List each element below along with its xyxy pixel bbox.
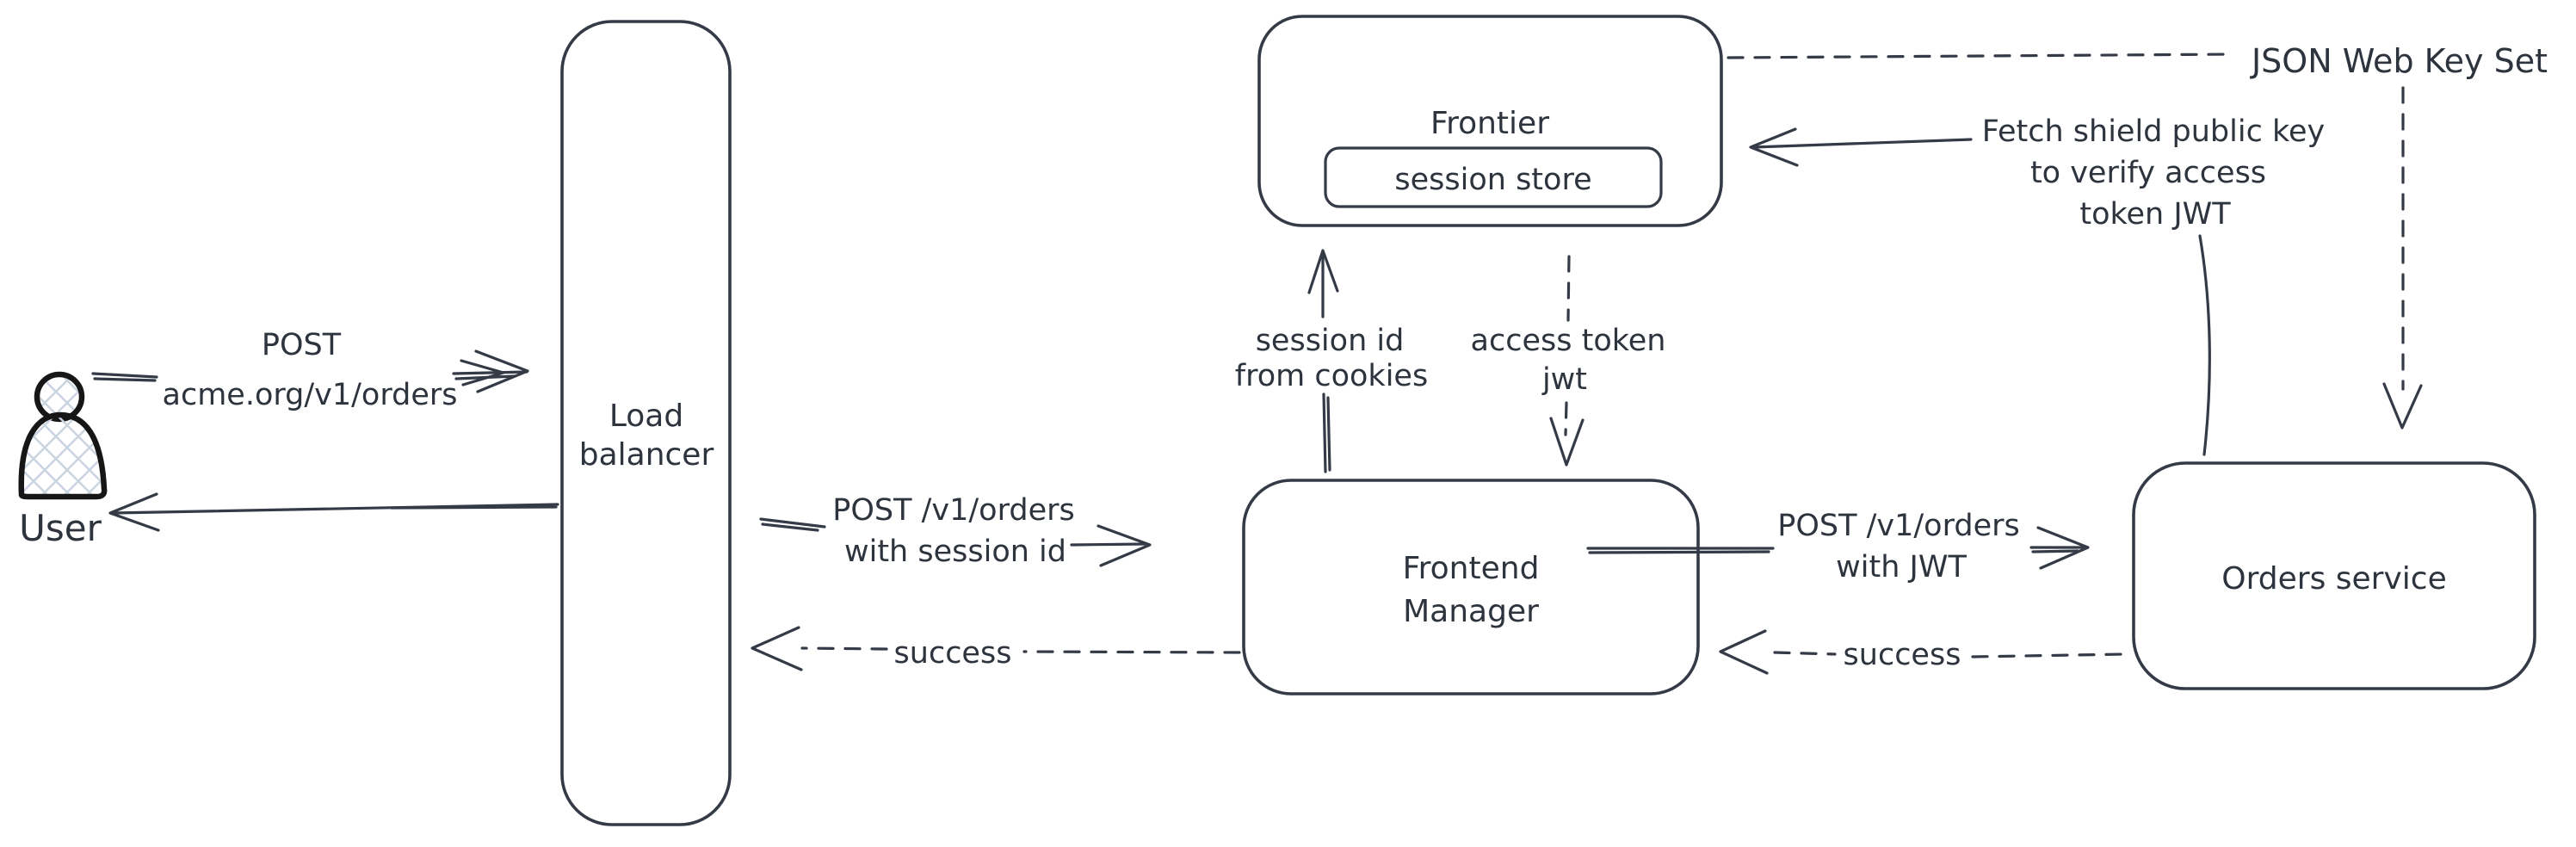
arrow-label-line3: token JWT [2079,197,2231,232]
arrow-frontier-to-frontend-manager: access token jwt [1471,255,1666,467]
node-frontend-manager: Frontend Manager [1242,479,1700,696]
arrow-label-line1: session id [1256,324,1405,358]
arrow-label: success [894,636,1012,671]
arrow-line [111,503,559,515]
load-balancer-label-line2: balancer [579,437,714,473]
arrow-label-line1: POST /v1/orders [1777,509,2020,543]
node-orders-service: Orders service [2132,461,2536,690]
arrow-user-to-load-balancer: POST acme.org/v1/orders [91,328,529,412]
arrow-dash-left [800,646,888,651]
frontend-manager-box [1242,479,1700,696]
arrow-label-line2: with JWT [1836,550,1967,584]
arrow-lower-line [1322,393,1331,473]
arrow-label-line2: jwt [1541,362,1587,397]
arrow-tail [759,517,826,532]
arrow-left-icon [1719,629,1769,675]
frontend-manager-label-line2: Manager [1403,594,1539,629]
jwks-dash-line [1727,53,2235,59]
user-label: User [19,507,102,549]
arrow-label-line2: with session id [844,535,1066,569]
orders-service-label: Orders service [2221,561,2446,597]
arrow-orders-to-frontend-manager-success: success [1719,629,2126,675]
arrow-label-line2: from cookies [1235,359,1428,393]
arrow-left-icon [1749,127,1799,167]
arrow-label-line1: POST /v1/orders [832,493,1075,528]
frontier-label: Frontier [1430,106,1549,141]
arrow-tail [91,372,158,382]
load-balancer-label-line1: Load [609,399,683,434]
arrow-label-line1: POST [262,328,342,362]
arrow-jwks-to-orders [2382,86,2423,430]
frontend-manager-label-line1: Frontend [1403,551,1540,586]
arrow-dash-left [1773,651,1837,656]
arrow-label-line1: Fetch shield public key [1982,114,2325,149]
frontier-box [1257,15,1723,227]
arrow-label-line1: access token [1471,324,1666,358]
arrow-down-icon [2382,382,2423,430]
arrow-right-icon [2036,526,2090,570]
arrow-upper-dash [1566,255,1571,322]
edge-frontier-to-jwks: JSON Web Key Set [1727,42,2548,80]
node-load-balancer: Load balancer [560,20,732,826]
arrow-right-icon [1096,524,1152,567]
load-balancer-box [560,20,732,826]
arrow-left-icon [108,492,160,532]
arrow-label-line2: to verify access [2030,156,2266,190]
arrow-label-line2: acme.org/v1/orders [163,378,458,412]
arrow-frontend-manager-to-lb-success: success [751,626,1241,671]
arrow-curve-line [2198,234,2211,456]
session-store-box [1324,146,1663,208]
arrow-left-icon [751,626,803,671]
arrow-label: success [1844,638,1961,672]
arrow-head-line [1752,138,1973,149]
arrow-lb-to-frontend-manager: POST /v1/orders with session id [759,493,1152,569]
arrow-up-icon [1307,249,1339,294]
user-icon-body [18,411,108,500]
node-frontier: Frontier session store [1257,15,1723,227]
arrow-down-icon [1549,417,1585,467]
arrow-orders-to-frontier-fetch-key: Fetch shield public key to verify access… [1749,114,2325,456]
arrow-load-balancer-to-user [108,492,559,532]
arrow-tail [1586,547,1775,554]
orders-service-box [2132,461,2536,690]
arrow-head-line [1070,542,1146,547]
arrow-right-icon [460,349,529,393]
node-user: User [18,371,108,549]
arrow-frontend-manager-to-orders: POST /v1/orders with JWT [1586,509,2090,584]
jwks-label: JSON Web Key Set [2250,42,2548,80]
arrow-head-line [2029,546,2085,553]
session-store-label: session store [1394,163,1591,197]
arrow-frontend-manager-to-frontier: session id from cookies [1235,249,1428,473]
arrow-dash-right [1971,652,2126,658]
